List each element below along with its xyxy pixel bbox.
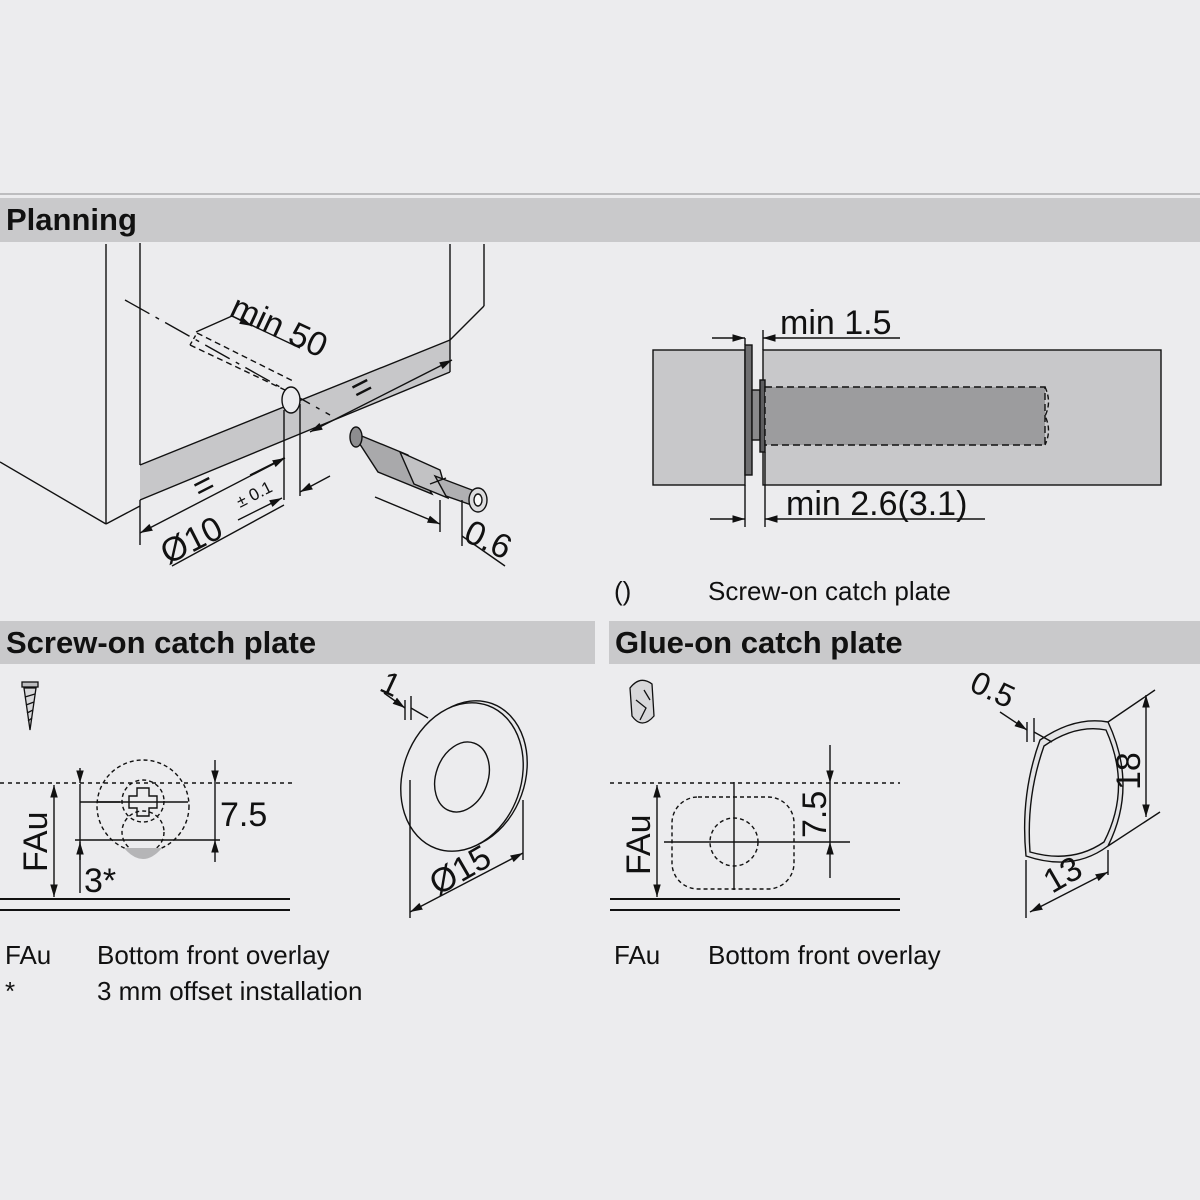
dim-equal-left: =: [186, 464, 221, 507]
push-latch-cylinder: [349, 426, 488, 513]
glue-dim-thickness: 0.5: [965, 664, 1021, 715]
cabinet-drawing: [0, 243, 506, 567]
screw-dim-7-5: 7.5: [220, 796, 267, 834]
glue-dim-fau: FAu: [620, 815, 658, 875]
screw-legend-key-2: *: [5, 976, 16, 1006]
dim-min-2-6: min 2.6(3.1): [786, 485, 967, 523]
dim-diameter-10: Ø10: [154, 509, 229, 572]
screw-plate-3d: [383, 692, 528, 918]
section-view: [652, 330, 1162, 527]
glue-dim-7-5: 7.5: [796, 791, 834, 838]
section-legend-text: Screw-on catch plate: [708, 576, 951, 606]
dim-projection-0-6: 0.6: [459, 513, 518, 567]
glue-plate-front: [610, 745, 900, 911]
screw-legend-text-1: Bottom front overlay: [97, 940, 330, 970]
glue-plate-3d: [999, 689, 1161, 918]
section-title-screw-on: Screw-on catch plate: [0, 621, 595, 664]
glue-icon: [629, 679, 655, 724]
section-legend-symbol: (): [614, 576, 632, 606]
dim-min-50: min 50: [225, 288, 334, 366]
dim-tolerance: ± 0.1: [233, 478, 275, 512]
screw-dim-thickness: 1: [375, 664, 406, 704]
dim-min-1-5: min 1.5: [780, 304, 892, 342]
glue-dim-18: 18: [1110, 752, 1148, 790]
screw-dim-fau: FAu: [17, 812, 55, 872]
section-title-glue-on: Glue-on catch plate: [609, 621, 1200, 664]
glue-legend-key-1: FAu: [614, 940, 661, 970]
screw-plate-front: [0, 759, 292, 911]
screw-legend-key-1: FAu: [5, 940, 52, 970]
screw-legend-text-2: 3 mm offset installation: [97, 976, 363, 1006]
screw-dim-3-offset: 3*: [84, 862, 116, 900]
glue-legend-text-1: Bottom front overlay: [708, 940, 941, 970]
top-rule: [0, 193, 1200, 195]
screw-icon: [21, 681, 39, 731]
section-title-planning: Planning: [0, 198, 1200, 242]
